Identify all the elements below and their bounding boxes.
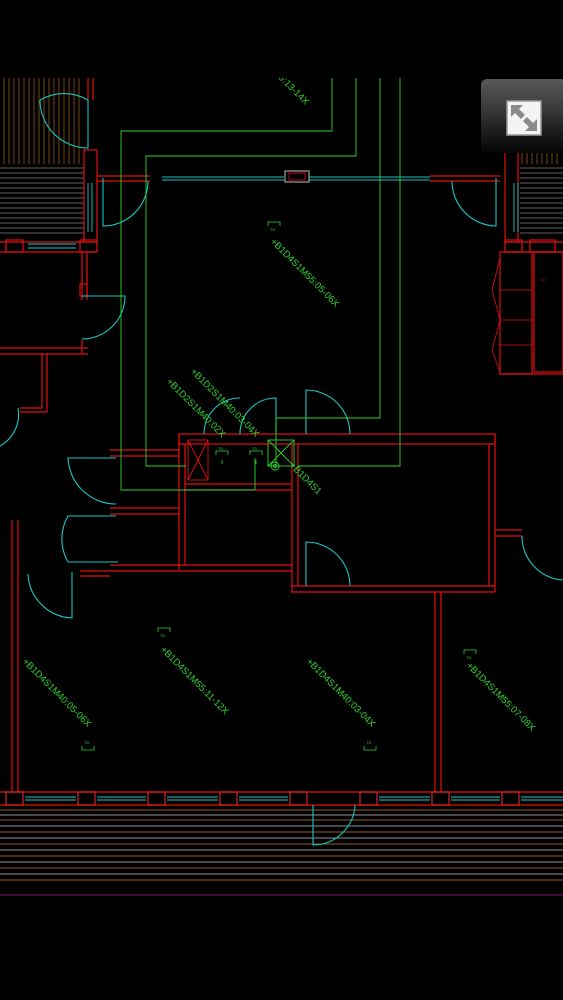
room-label: +B1D2S1M40:02X (164, 376, 228, 440)
detector-tag: TD (366, 740, 371, 745)
top-left-balcony-slats (3, 78, 80, 164)
detector-tag: TD (252, 446, 257, 451)
detector-tag: TD (540, 277, 545, 282)
detector-tag: TD (160, 633, 165, 638)
right-cabinet-detail (491, 257, 532, 373)
room-label: 5:13-14X (276, 72, 312, 108)
room-label: +B1D4S1M40:05-06X (20, 656, 94, 730)
walls (0, 78, 563, 806)
room-label: +B1D4S1M55:05-06X (268, 236, 342, 310)
windows (25, 176, 563, 801)
room-outlines (120, 78, 401, 491)
window-mechanism (284, 170, 310, 183)
detector-tag: TD (466, 655, 471, 660)
room-label: +B1D4S1M55:11-12X (158, 644, 231, 717)
bottom-facade-cladding (0, 809, 563, 896)
top-right-balcony-rails (520, 167, 563, 234)
fullscreen-button[interactable] (481, 79, 563, 153)
window-mechanism-inner (288, 172, 306, 181)
doors (0, 93, 563, 846)
room-label: +B1D4S1M40:03-04X (304, 656, 378, 730)
detector-tags: TD TD TD TD TD TD TD TD (84, 227, 545, 745)
detector-tag: TD (270, 227, 275, 232)
facade-mullions (5, 791, 520, 806)
top-left-balcony-rails (0, 167, 84, 234)
room-label: +B1D4S1M55:07-08X (464, 660, 538, 734)
detector-tag: TD (84, 740, 89, 745)
top-right-balcony-slats (521, 153, 558, 164)
shaft-core (187, 439, 295, 481)
detector-symbols (81, 221, 477, 751)
expand-icon (506, 100, 542, 136)
detector-tag: TD (218, 446, 223, 451)
